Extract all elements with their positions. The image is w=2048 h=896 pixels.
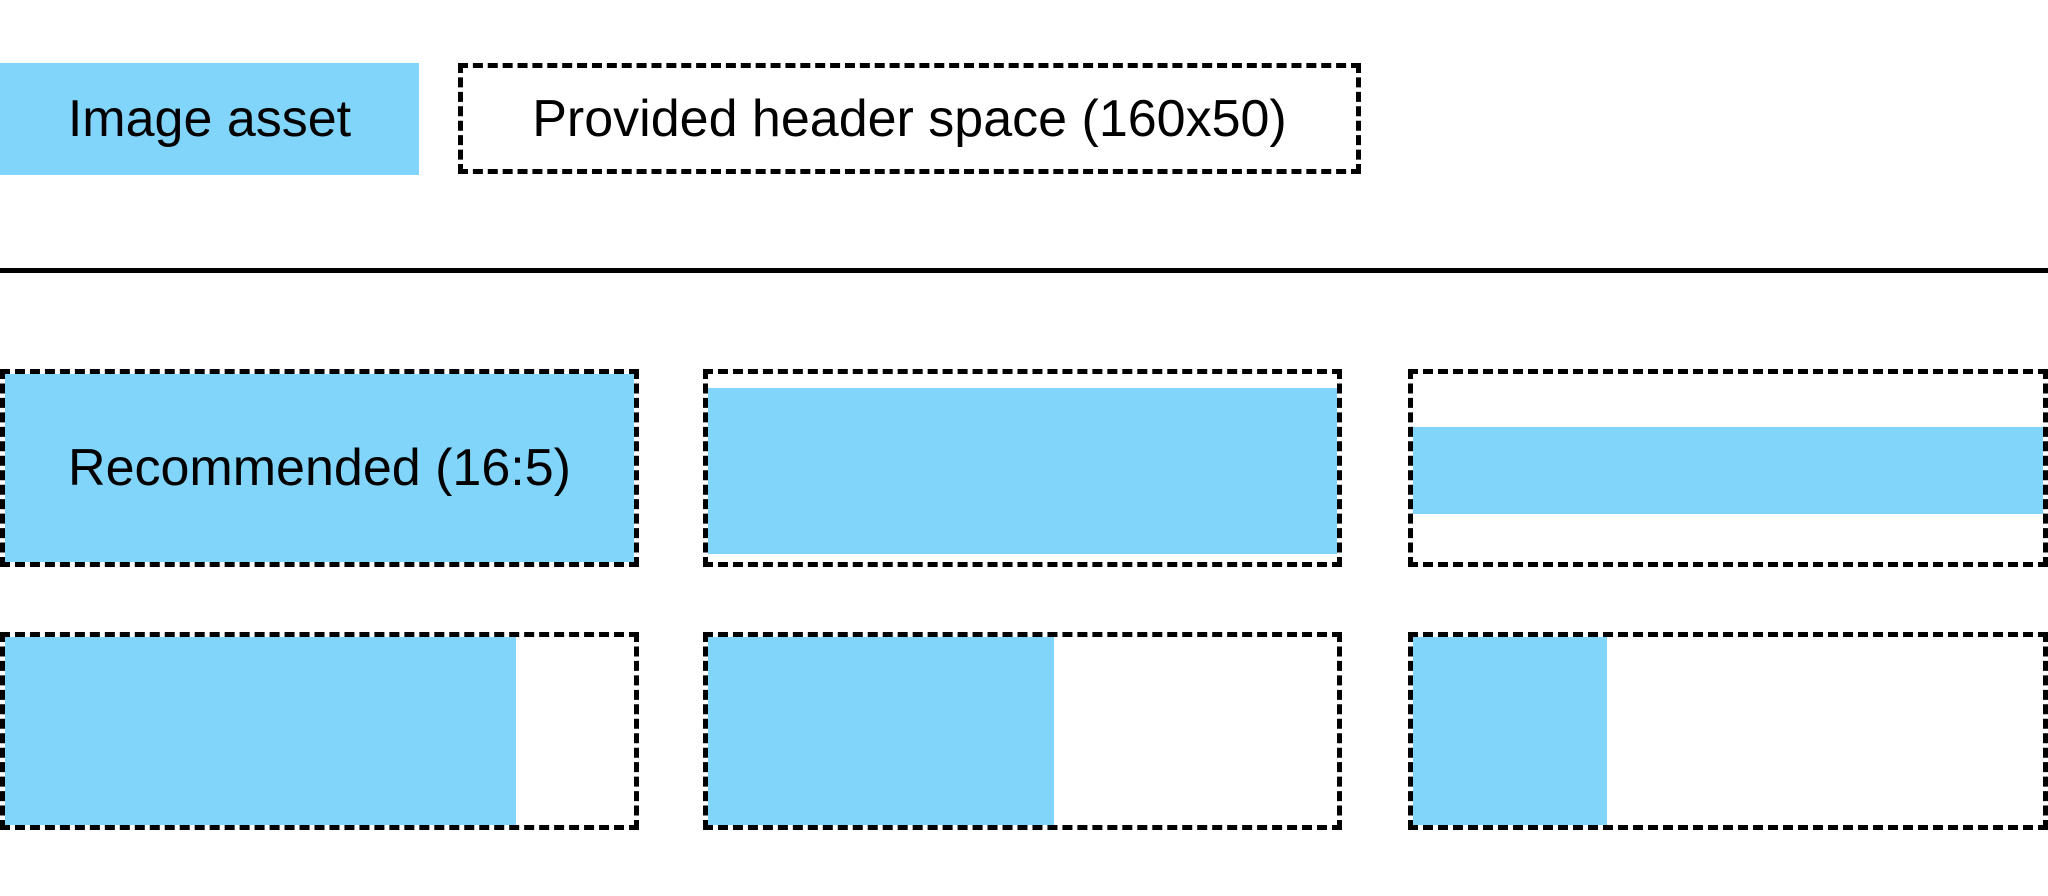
image-asset-fill (708, 637, 1054, 825)
example-box-recommended-16-5: Recommended (16:5) (0, 369, 639, 567)
image-asset-fill (5, 637, 516, 825)
example-box-interior (708, 374, 1337, 562)
example-box-taller-than-16-5-small (1408, 632, 2048, 830)
image-asset-fill (1413, 637, 1607, 825)
image-asset-fill (708, 388, 1337, 554)
legend-provided-header-space-box: Provided header space (160x50) (458, 63, 1361, 174)
example-box-much-wider-than-16-5 (1408, 369, 2048, 567)
example-box-interior (1413, 374, 2043, 562)
example-box-interior (708, 637, 1337, 825)
example-box-interior (5, 637, 634, 825)
example-box-interior: Recommended (16:5) (5, 374, 634, 562)
example-box-interior (1413, 637, 2043, 825)
section-divider-line (0, 268, 2048, 273)
example-box-wider-than-16-5 (703, 369, 1342, 567)
legend-image-asset-label: Image asset (67, 90, 352, 148)
image-asset-fill (5, 374, 634, 562)
example-box-taller-than-16-5-large (0, 632, 639, 830)
image-asset-fill (1413, 427, 2043, 514)
example-box-taller-than-16-5-medium (703, 632, 1342, 830)
legend-provided-header-space-label: Provided header space (160x50) (532, 89, 1287, 148)
legend-image-asset-swatch: Image asset (0, 63, 419, 175)
